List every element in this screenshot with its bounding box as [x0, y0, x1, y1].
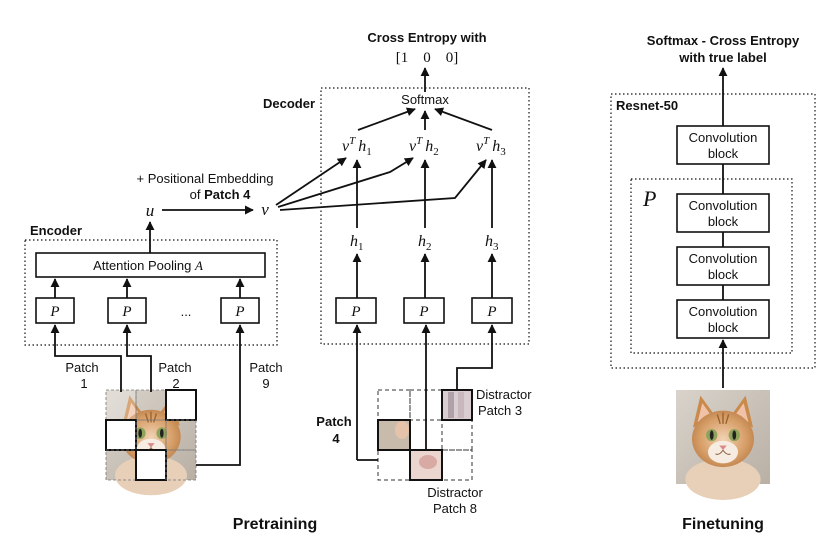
arrow-v-to-score3: [279, 159, 487, 211]
conv-block-4: [676, 299, 770, 339]
arrow-patch1-to-p: [50, 324, 122, 392]
attention-pooling-label: Attention Pooling A: [93, 258, 203, 273]
distractor3-label-b: Patch 3: [478, 403, 522, 418]
distractor8-label-b: Patch 8: [433, 501, 477, 516]
encoder-patch-2-label-a: Patch: [158, 360, 191, 375]
loss-vector: [1 0 0]: [396, 50, 459, 66]
conv-block-1-label-a: Convolution: [689, 130, 758, 145]
decoder-p-box-1: [335, 297, 377, 324]
p-subnetwork-label: P: [642, 186, 656, 211]
u-symbol: u: [146, 201, 155, 220]
decoder-p-label-3: P: [486, 304, 496, 320]
encoder-patch-9-label-a: Patch: [249, 360, 282, 375]
p-subnetwork-region: [630, 178, 793, 354]
conv-block-4-label-a: Convolution: [689, 304, 758, 319]
conv-block-2-label-a: Convolution: [689, 198, 758, 213]
finetune-loss-line2: with true label: [678, 50, 766, 65]
arrow-patch3-to-p3: [456, 324, 497, 390]
positional-embedding-line1: + Positional Embedding: [137, 171, 274, 186]
conv-block-4-label-b: block: [708, 320, 739, 335]
arrow-v-to-score2: [277, 157, 414, 208]
decoder-p-box-3: [471, 297, 513, 324]
distractor-patch-3: [441, 389, 473, 421]
decoder-p-label-2: P: [418, 304, 428, 320]
resnet-region: [610, 93, 816, 369]
positional-embedding-line2: of Patch 4: [190, 187, 251, 202]
finetuning-caption: Finetuning: [682, 516, 764, 533]
encoder-label: Encoder: [30, 223, 82, 238]
conv-block-1-label-b: block: [708, 146, 739, 161]
conv-block-3-label-b: block: [708, 267, 739, 282]
target-patch-label-b: 4: [332, 431, 340, 446]
decoder-label: Decoder: [263, 96, 315, 111]
distractor8-label-a: Distractor: [427, 485, 483, 500]
target-patch-label-a: Patch: [316, 414, 351, 429]
decoder-p-label-1: P: [350, 304, 360, 320]
target-patch-4: [377, 419, 411, 451]
encoder-p-label-1: P: [49, 304, 59, 320]
hidden-3: h3: [485, 233, 499, 253]
distractor-patch-8: [409, 449, 443, 481]
decoder-p-box-2: [403, 297, 445, 324]
loss-title: Cross Entropy with: [367, 30, 486, 45]
conv-block-2-label-b: block: [708, 214, 739, 229]
arrow-v-to-score1: [275, 157, 347, 206]
encoder-patch-1-label-b: 1: [80, 376, 87, 391]
encoder-p-label-9: P: [234, 304, 244, 320]
finetune-loss-line1: Softmax - Cross Entropy: [647, 33, 800, 48]
finetune-cat-photo-icon: [675, 389, 771, 501]
hidden-2: h2: [418, 233, 432, 253]
softmax-label: Softmax: [401, 92, 449, 107]
encoder-patch-9-label-b: 9: [262, 376, 269, 391]
hidden-1: h1: [350, 233, 364, 253]
encoder-ellipsis: ...: [181, 304, 192, 319]
v-symbol: v: [261, 200, 269, 219]
encoder-patch-grid: [105, 389, 197, 481]
conv-block-3-label-a: Convolution: [689, 251, 758, 266]
encoder-patch-2-label-b: 2: [172, 376, 179, 391]
arrow-score1-to-softmax: [357, 107, 416, 131]
arrow-patch9-to-p: [196, 324, 245, 466]
resnet-label: Resnet-50: [616, 98, 678, 113]
arrow-patch2-to-p: [122, 324, 152, 392]
distractor3-label-a: Distractor: [476, 387, 532, 402]
encoder-patch-1-label-a: Patch: [65, 360, 98, 375]
arrow-score3-to-softmax: [434, 107, 493, 131]
encoder-p-box-2: [107, 297, 147, 324]
pretraining-caption: Pretraining: [233, 516, 317, 533]
encoder-region: [24, 239, 278, 346]
encoder-p-label-2: P: [121, 304, 131, 320]
